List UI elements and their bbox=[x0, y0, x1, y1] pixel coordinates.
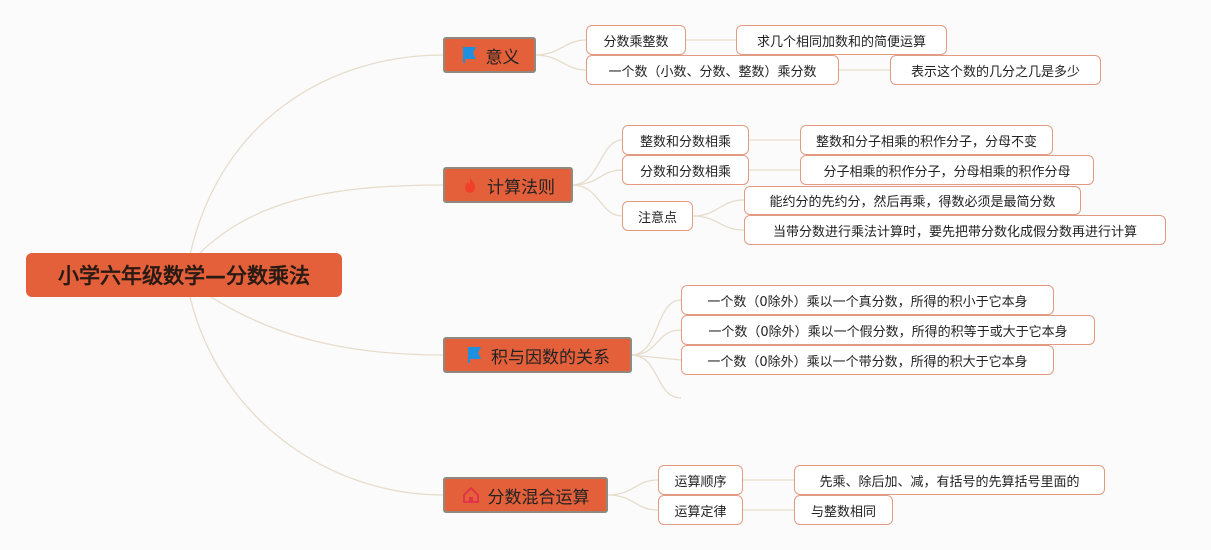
topic-node[interactable]: 求几个相同加数和的简便运算 bbox=[736, 25, 947, 55]
branch-product-factor[interactable]: 积与因数的关系 bbox=[443, 337, 632, 373]
topic-node[interactable]: 一个数（0除外）乘以一个假分数，所得的积等于或大于它本身 bbox=[681, 315, 1095, 345]
topic-node[interactable]: 分子相乘的积作分子，分母相乘的积作分母 bbox=[800, 155, 1094, 185]
branch-label: 计算法则 bbox=[487, 177, 555, 198]
branch-mixed-operations[interactable]: 分数混合运算 bbox=[443, 477, 608, 513]
topic-node[interactable]: 一个数（0除外）乘以一个带分数，所得的积大于它本身 bbox=[681, 345, 1054, 375]
branch-label: 积与因数的关系 bbox=[491, 347, 610, 368]
topic-node[interactable]: 表示这个数的几分之几是多少 bbox=[890, 55, 1101, 85]
topic-node[interactable]: 分数乘整数 bbox=[586, 25, 686, 55]
root-topic[interactable]: 小学六年级数学—分数乘法 bbox=[26, 253, 342, 297]
branch-rules[interactable]: 计算法则 bbox=[443, 167, 573, 203]
topic-node[interactable]: 整数和分数相乘 bbox=[622, 125, 749, 155]
topic-node[interactable]: 注意点 bbox=[622, 201, 693, 231]
topic-node[interactable]: 运算顺序 bbox=[658, 465, 743, 495]
fire-icon bbox=[465, 177, 476, 193]
topic-node[interactable]: 与整数相同 bbox=[794, 495, 893, 525]
topic-node[interactable]: 分数和分数相乘 bbox=[622, 155, 749, 185]
home-icon bbox=[462, 486, 479, 503]
topic-node[interactable]: 整数和分子相乘的积作分子，分母不变 bbox=[800, 125, 1053, 155]
topic-node[interactable]: 能约分的先约分，然后再乘，得数必须是最简分数 bbox=[744, 186, 1081, 215]
flag-icon bbox=[468, 347, 481, 363]
topic-node[interactable]: 一个数（0除外）乘以一个真分数，所得的积小于它本身 bbox=[681, 285, 1054, 315]
flag-icon bbox=[462, 47, 476, 63]
topic-node[interactable]: 运算定律 bbox=[658, 495, 743, 525]
branch-meaning[interactable]: 意义 bbox=[443, 37, 536, 73]
branch-label: 意义 bbox=[485, 47, 520, 68]
branch-label: 分数混合运算 bbox=[487, 487, 590, 508]
topic-node[interactable]: 当带分数进行乘法计算时，要先把带分数化成假分数再进行计算 bbox=[744, 215, 1166, 245]
topic-node[interactable]: 一个数（小数、分数、整数）乘分数 bbox=[586, 55, 839, 85]
topic-node[interactable]: 先乘、除后加、减，有括号的先算括号里面的 bbox=[794, 465, 1105, 495]
